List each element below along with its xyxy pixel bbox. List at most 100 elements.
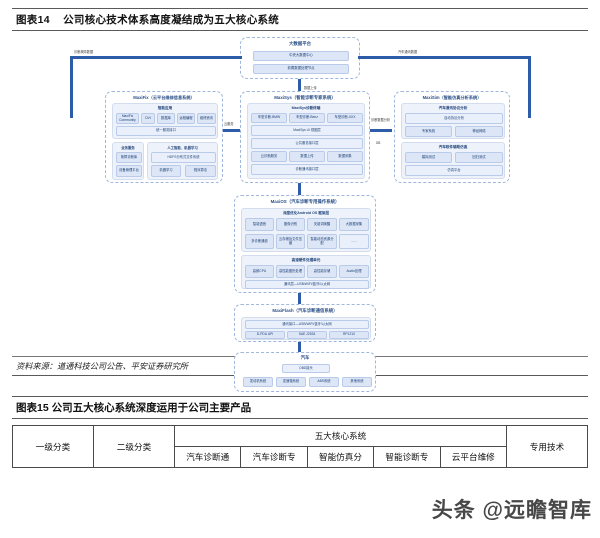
maxisim-auto-protocol: 自动协议分析	[405, 113, 503, 124]
maxiflash-protocol-1: SAE J2534	[287, 331, 327, 339]
figure15-table: 一级分类 二级分类 五大核心系统 专用技术 汽车诊断通 汽车诊断专 智能仿真分 …	[12, 425, 588, 468]
header-sub-2: 智能仿真分	[306, 446, 375, 468]
upload-arrow-label: 数据上传	[304, 86, 317, 90]
maxifix-title: MaxiFix（云平台维修信息系统）	[133, 95, 195, 100]
vehicle-system-1: 变速箱系统	[276, 377, 306, 387]
maxisys-model-2: 车型诊断-XXX	[327, 113, 363, 123]
maxisys-comm-layer: 诊断通讯接口层	[251, 164, 363, 175]
vehicle-system-0: 发动机系统	[243, 377, 273, 387]
maxifix-hdfs: HDFS分布式文件系统	[151, 152, 216, 163]
maxios-hw-item-1: 高性能图形处理	[276, 265, 305, 278]
figure15-number: 图表15	[16, 402, 49, 414]
maxisim-section1-item-0: 专家系统	[405, 126, 452, 137]
maxifix-ai-panel: 人工智能、机器学习 HDFS分布式文件系统 机器学习 程序算法	[147, 142, 218, 180]
maxios-hw-item-3: Audio处理	[339, 265, 369, 278]
maxifix-unified-interface: 统一服务接口	[116, 126, 216, 136]
maxisim-title: MaxiSim（智能仿真分析系统）	[422, 95, 482, 100]
maxios-hw-item-0: 高频CPU	[245, 265, 274, 278]
header-sub-4: 云平台维修	[439, 446, 508, 468]
maxiflash-protocol-2: RP1210	[329, 331, 369, 339]
maxios-title: MaxiOS（汽车诊断专用操作系统）	[270, 199, 340, 204]
figure14-diagram: 大数据平台 中央大数据中心 前置数据处理节点 诊断故障数据 汽车通讯数据 数据上…	[12, 31, 588, 392]
header-sub-0: 汽车诊断通	[173, 446, 242, 468]
maxisim-protocol-panel: 汽车通讯协议分析 自动协议分析 专家系统 神经网络	[401, 103, 505, 139]
bigdata-item-0: 中央大数据中心	[253, 51, 349, 61]
header-core-systems-group: 五大核心系统	[174, 425, 507, 447]
maxios-android-item-7: ……	[339, 234, 369, 249]
maxifix-app-item-1: DVI	[141, 113, 155, 124]
maxisim-section2-item-1: 回归测试	[455, 152, 503, 163]
maxisys-model-1: 车型诊断-Benz	[289, 113, 325, 123]
figure14-title: 公司核心技术体系高度凝结成为五大核心系统	[63, 14, 280, 26]
maxios-hardware-panel: 高速硬件处理单元 高频CPU 高性能图形处理 高性能存储 Audio处理 通讯层…	[241, 255, 371, 289]
vehicle-title: 汽车	[300, 355, 310, 360]
maxiflash-title: MaxiFlash（汽车诊断通信系统）	[272, 308, 338, 313]
maxios-android-item-4: 多诊断通道	[245, 234, 274, 249]
maxifix-biz-panel: 业务服务 故障诊断库 设备管理平台	[112, 142, 144, 180]
upload-arrow-line	[298, 79, 302, 101]
maxisys-service-0: 云诊断服务	[251, 151, 287, 162]
maxios-android-item-3: 大数据采集	[339, 218, 369, 231]
maxifix-biz-item-1: 设备管理平台	[116, 165, 142, 177]
maxifix-box: MaxiFix（云平台维修信息系统） 智能应用 MaxiFix Communit…	[105, 91, 223, 183]
maxisys-service-layer: 公共服务接口层	[251, 138, 363, 149]
right-drop-line	[528, 56, 531, 118]
maxisys-to-maxisim-arrow	[370, 129, 392, 132]
right-trunk-label: 汽车通讯数据	[398, 50, 418, 54]
maxisys-box: MaxiSys（智能诊断专家系统） MaxiSys诊断终端 车型诊断-BMW 车…	[240, 91, 370, 183]
header-level1: 一级分类	[12, 425, 94, 468]
left-trunk-line	[70, 56, 242, 59]
maxios-to-maxiflash-arrow	[298, 293, 302, 304]
figure14-number: 图表14	[16, 14, 50, 26]
maxiflash-protocol-0: D-PDU API	[245, 331, 285, 339]
maxios-android-item-0: 智能语音	[245, 218, 274, 231]
maxiflash-comm-interface: 通讯接口—USB/WIFI/蓝牙/以太网	[245, 320, 369, 329]
table-header-row-1: 一级分类 二级分类 五大核心系统 专用技术	[12, 425, 588, 468]
bigdata-platform-box: 大数据平台 中央大数据中心 前置数据处理节点	[240, 37, 360, 79]
bigdata-item-1: 前置数据处理节点	[253, 64, 349, 74]
maxifix-app-item-4: 维修资讯	[197, 113, 216, 124]
maxisys-service-1: 数据上传	[289, 151, 325, 162]
maxisim-platform: 仿真平台	[405, 165, 503, 176]
header-level2: 二级分类	[93, 425, 175, 468]
maxisys-to-maxios-arrow	[298, 183, 302, 195]
maxifix-app-item-3: 远程编程	[177, 113, 195, 124]
figure14-header: 图表14 公司核心技术体系高度凝结成为五大核心系统	[12, 8, 588, 31]
maxisys-service-2: 数据采集	[327, 151, 363, 162]
maxios-android-item-1: 图像识别	[276, 218, 305, 231]
watermark: 头条 @远瞻智库	[431, 499, 592, 522]
left-trunk-label: 诊断故障数据	[74, 50, 94, 54]
header-sub-3: 智能诊断专	[373, 446, 441, 468]
maxisys-title: MaxiSys（智能诊断专家系统）	[274, 95, 336, 100]
bigdata-platform-title: 大数据平台	[289, 41, 311, 46]
maxifix-biz-item-0: 故障诊断库	[116, 152, 142, 163]
maxifix-ai-item-1: 程序算法	[185, 165, 216, 177]
vehicle-obd-connector: OBD接头	[282, 364, 330, 373]
db-label: DB	[376, 141, 381, 145]
maxifix-ai-item-0: 机器学习	[151, 165, 181, 177]
maxios-android-item-2: 关键词唤醒	[307, 218, 337, 231]
vehicle-system-2: ABS系统	[309, 377, 339, 387]
maxifix-ai-section-title: 人工智能、机器学习	[167, 146, 198, 150]
vehicle-system-3: 其他系统	[342, 377, 372, 387]
maxios-hw-section-title: 高速硬件处理单元	[291, 258, 321, 262]
maxisys-terminal-panel: MaxiSys诊断终端 车型诊断-BMW 车型诊断-Benz 车型诊断-XXX …	[247, 103, 365, 179]
maxios-box: MaxiOS（汽车诊断专用操作系统） 深度优化Android OS 框架层 智能…	[234, 195, 376, 293]
maxiflash-panel: 通讯接口—USB/WIFI/蓝牙/以太网 D-PDU API SAE J2534…	[241, 317, 371, 340]
vehicle-box: 汽车 OBD接头 发动机系统 变速箱系统 ABS系统 其他系统	[234, 352, 376, 392]
figure15-header: 图表15 公司五大核心系统深度运用于公司主要产品	[12, 396, 588, 419]
maxios-android-item-6: 智能动态资源分配	[307, 234, 337, 249]
maxifix-app-section-title: 智能应用	[157, 106, 173, 110]
maxiflash-to-vehicle-arrow	[298, 342, 302, 352]
maxios-android-panel: 深度优化Android OS 框架层 智能语音 图像识别 关键词唤醒 大数据采集…	[241, 208, 371, 252]
maxios-android-section-title: 深度优化Android OS 框架层	[282, 211, 330, 215]
maxifix-app-item-2: 数据库	[157, 113, 175, 124]
maxisys-model-0: 车型诊断-BMW	[251, 113, 287, 123]
header-sub-1: 汽车诊断专	[240, 446, 308, 468]
maxifix-to-maxisys-arrow	[223, 129, 240, 132]
maxisim-section1-title: 汽车通讯协议分析	[438, 106, 468, 110]
maxifix-to-maxisys-label: 云服务	[224, 122, 234, 126]
maxisim-simulation-panel: 汽车软件辅助仿真 模拟测试 回归测试 仿真平台	[401, 142, 505, 179]
maxisys-ui-layer: MaxiSys UI 视图层	[251, 125, 363, 136]
figure15-title: 公司五大核心系统深度运用于公司主要产品	[51, 402, 252, 414]
